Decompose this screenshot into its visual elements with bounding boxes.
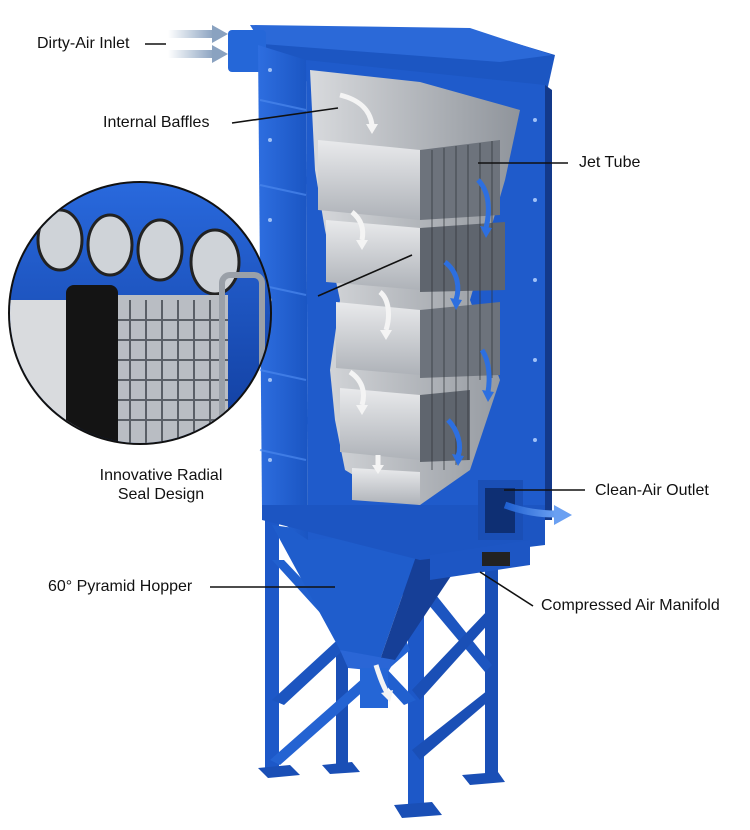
label-radial-seal-line1: Innovative Radial bbox=[99, 467, 223, 484]
compressed-air-manifold bbox=[430, 540, 530, 580]
jet-tube-array bbox=[420, 140, 505, 470]
label-radial-seal: Innovative Radial Seal Design bbox=[76, 466, 246, 504]
label-internal-baffles: Internal Baffles bbox=[103, 114, 210, 131]
filter-cartridges bbox=[318, 140, 420, 505]
radial-seal-detail bbox=[8, 181, 272, 445]
label-compressed-air-manifold: Compressed Air Manifold bbox=[541, 597, 720, 614]
clean-air-arrow-icon bbox=[503, 501, 557, 518]
dirty-air-arrow-icon bbox=[168, 25, 228, 63]
label-jet-tube: Jet Tube bbox=[579, 154, 641, 171]
label-dirty-air-inlet: Dirty-Air Inlet bbox=[37, 35, 130, 52]
airflow-arrows bbox=[339, 92, 572, 702]
label-radial-seal-line2: Seal Design bbox=[117, 486, 205, 503]
label-pyramid-hopper: 60° Pyramid Hopper bbox=[48, 578, 193, 595]
leader-lines bbox=[145, 43, 585, 607]
label-clean-air-outlet: Clean-Air Outlet bbox=[595, 482, 709, 499]
airflow-arrow-icon bbox=[339, 92, 375, 126]
